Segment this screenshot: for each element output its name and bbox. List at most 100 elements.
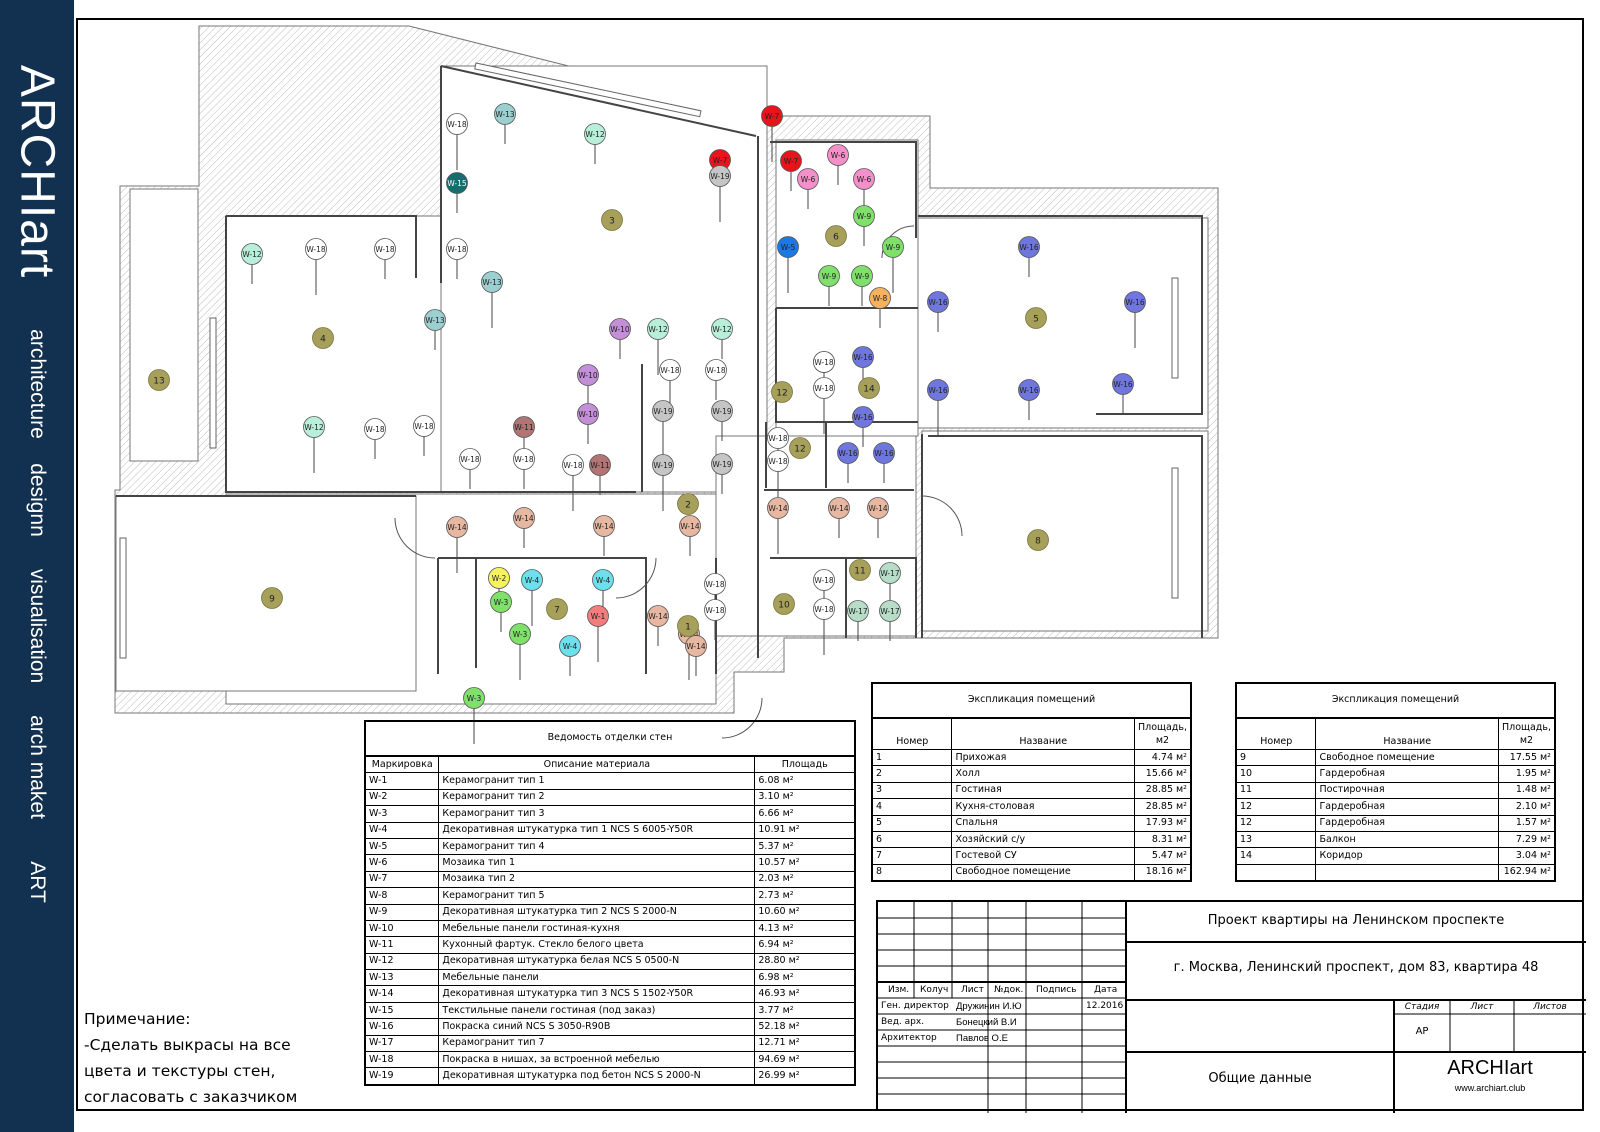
room-number-marker: 5 [1025, 307, 1047, 329]
room-number-marker: 4 [312, 327, 334, 349]
finishes-row-cell: Кухонный фартук. Стекло белого цвета [438, 936, 756, 954]
rooms-row-cell: 18.16 м² [1134, 863, 1192, 882]
marker-circle [446, 238, 468, 260]
marker-label: W-19 [653, 461, 673, 470]
marker-circle [652, 454, 674, 476]
finishes-row-cell: W-18 [364, 1051, 440, 1069]
marker-circle [777, 236, 799, 258]
marker-label: W-13 [482, 278, 502, 287]
marker-circle [305, 238, 327, 260]
marker-label: W-7 [765, 112, 780, 121]
rooms-row-cell: 8 [871, 863, 953, 882]
wall-finish-marker: W-5 [777, 236, 799, 258]
marker-label: W-16 [928, 386, 948, 395]
marker-label: W-18 [447, 245, 467, 254]
rooms-total: 162.94 м² [1498, 863, 1556, 882]
marker-circle [851, 265, 873, 287]
marker-circle [685, 635, 707, 657]
marker-label: W-12 [304, 423, 324, 432]
stamp-date: 12.2016 [1086, 1001, 1124, 1011]
rooms-header: Номер [1235, 717, 1317, 750]
wall-finish-marker: W-17 [879, 562, 901, 584]
wall-finish-marker: W-12 [584, 123, 606, 145]
marker-circle [1124, 291, 1146, 313]
room-marker-circle [825, 225, 847, 247]
finishes-row-cell: 6.08 м² [754, 772, 856, 790]
finishes-row-cell: 12.71 м² [754, 1034, 856, 1053]
marker-label: W-18 [563, 461, 583, 470]
rooms-row-cell: 17.55 м² [1498, 748, 1556, 767]
wall-finish-marker: W-13 [424, 309, 446, 331]
wall-finish-marker: W-16 [1112, 373, 1134, 395]
rooms-row-cell: 7.29 м² [1498, 830, 1556, 849]
marker-label: W-16 [1019, 243, 1039, 252]
finishes-row-cell: W-2 [364, 788, 440, 807]
rooms-row-cell: Кухня-столовая [951, 798, 1135, 816]
marker-label: W-18 [375, 245, 395, 254]
marker-circle [647, 605, 669, 627]
marker-label: W-18 [814, 384, 834, 393]
rooms-table-title: Экспликация помещений [871, 682, 1192, 717]
marker-label: W-10 [578, 371, 598, 380]
wall-finish-marker: W-4 [559, 635, 581, 657]
marker-label: W-18 [306, 245, 326, 254]
wall-finish-marker: W-14 [593, 515, 615, 537]
note-line: -Сделать выкрасы на все [84, 1036, 291, 1054]
rooms-row-cell: 14 [1235, 847, 1317, 865]
wall-finish-marker: W-14 [679, 515, 701, 537]
finishes-row-cell: 4.13 м² [754, 919, 856, 938]
wall-finish-marker: W-12 [647, 318, 669, 340]
room-marker-circle [1027, 529, 1049, 551]
marker-circle [577, 403, 599, 425]
marker-circle [413, 415, 435, 437]
wall-finish-marker: W-13 [481, 271, 503, 293]
marker-circle [882, 236, 904, 258]
marker-label: W-3 [494, 598, 509, 607]
wall-finish-marker: W-14 [647, 605, 669, 627]
marker-label: W-18 [705, 606, 725, 615]
finishes-row-cell: W-5 [364, 837, 440, 856]
rooms-row-cell: 28.85 м² [1134, 781, 1192, 800]
room-number-marker: 7 [546, 598, 568, 620]
marker-label: W-16 [874, 449, 894, 458]
marker-circle [1112, 373, 1134, 395]
marker-label: W-9 [886, 243, 901, 252]
room-marker-circle [858, 377, 880, 399]
room-number: 8 [1035, 537, 1041, 547]
marker-circle [659, 359, 681, 381]
window [119, 537, 127, 659]
finishes-row-cell: W-3 [364, 805, 440, 823]
wall-finish-marker: W-13 [494, 103, 516, 125]
wall-finish-marker: W-7 [780, 150, 802, 172]
stamp-role: Архитектор [881, 1033, 937, 1043]
marker-circle [559, 635, 581, 657]
marker-circle [867, 497, 889, 519]
marker-circle [303, 416, 325, 438]
wall-finish-marker: W-18 [374, 238, 396, 260]
room-number: 9 [269, 595, 275, 605]
marker-circle [927, 291, 949, 313]
wall-finish-marker: W-9 [882, 236, 904, 258]
marker-label: W-18 [814, 358, 834, 367]
door-swing [615, 557, 657, 599]
marker-label: W-9 [855, 272, 870, 281]
marker-label: W-3 [513, 630, 528, 639]
rooms-row-cell: Гостиная [951, 781, 1135, 800]
rooms-header: Название [1315, 717, 1499, 750]
marker-label: W-18 [706, 366, 726, 375]
stamp-logo: ARCHIart [1447, 1057, 1533, 1079]
rooms-row-cell: 3 [871, 781, 953, 800]
wall-finish-marker: W-16 [1018, 379, 1040, 401]
finishes-row-cell: Керамогранит тип 7 [438, 1034, 756, 1053]
